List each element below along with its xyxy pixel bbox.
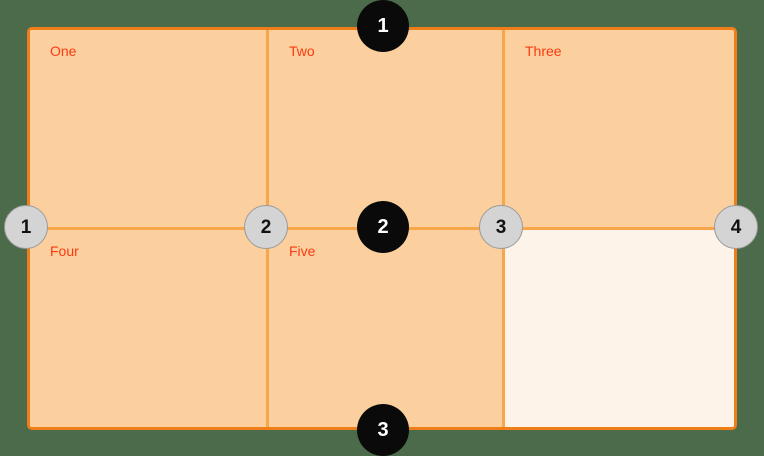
grid-cell-one[interactable]: One: [30, 30, 266, 227]
grid-cell-four[interactable]: Four: [30, 230, 266, 427]
column-handle-1[interactable]: 1: [357, 0, 409, 52]
grid-marker-1[interactable]: 1: [4, 205, 48, 249]
grid-cell-label-two: Two: [289, 43, 315, 59]
grid-cell-label-one: One: [50, 43, 77, 59]
grid-cell-empty[interactable]: [505, 230, 734, 427]
row-handle-3[interactable]: 3: [357, 404, 409, 456]
grid-marker-4-label: 4: [730, 216, 742, 238]
grid-cell-label-three: Three: [525, 43, 562, 59]
grid-marker-3-label: 3: [495, 216, 507, 238]
grid-marker-3[interactable]: 3: [479, 205, 523, 249]
grid-cell-label-five: Five: [289, 243, 316, 259]
column-handle-1-label: 1: [377, 15, 389, 37]
grid-marker-4[interactable]: 4: [714, 205, 758, 249]
grid-cell-label-four: Four: [50, 243, 79, 259]
grid-marker-2-label: 2: [260, 216, 272, 238]
grid-marker-1-label: 1: [20, 216, 32, 238]
grid-cell-three[interactable]: Three: [505, 30, 734, 227]
grid-cell-five[interactable]: Five: [269, 230, 502, 427]
grid-cell-two[interactable]: Two: [269, 30, 502, 227]
row-handle-2[interactable]: 2: [357, 201, 409, 253]
row-handle-3-label: 3: [377, 419, 389, 441]
row-handle-2-label: 2: [377, 216, 389, 238]
layout-grid: One Two Three Four Five: [27, 27, 737, 430]
grid-marker-2[interactable]: 2: [244, 205, 288, 249]
